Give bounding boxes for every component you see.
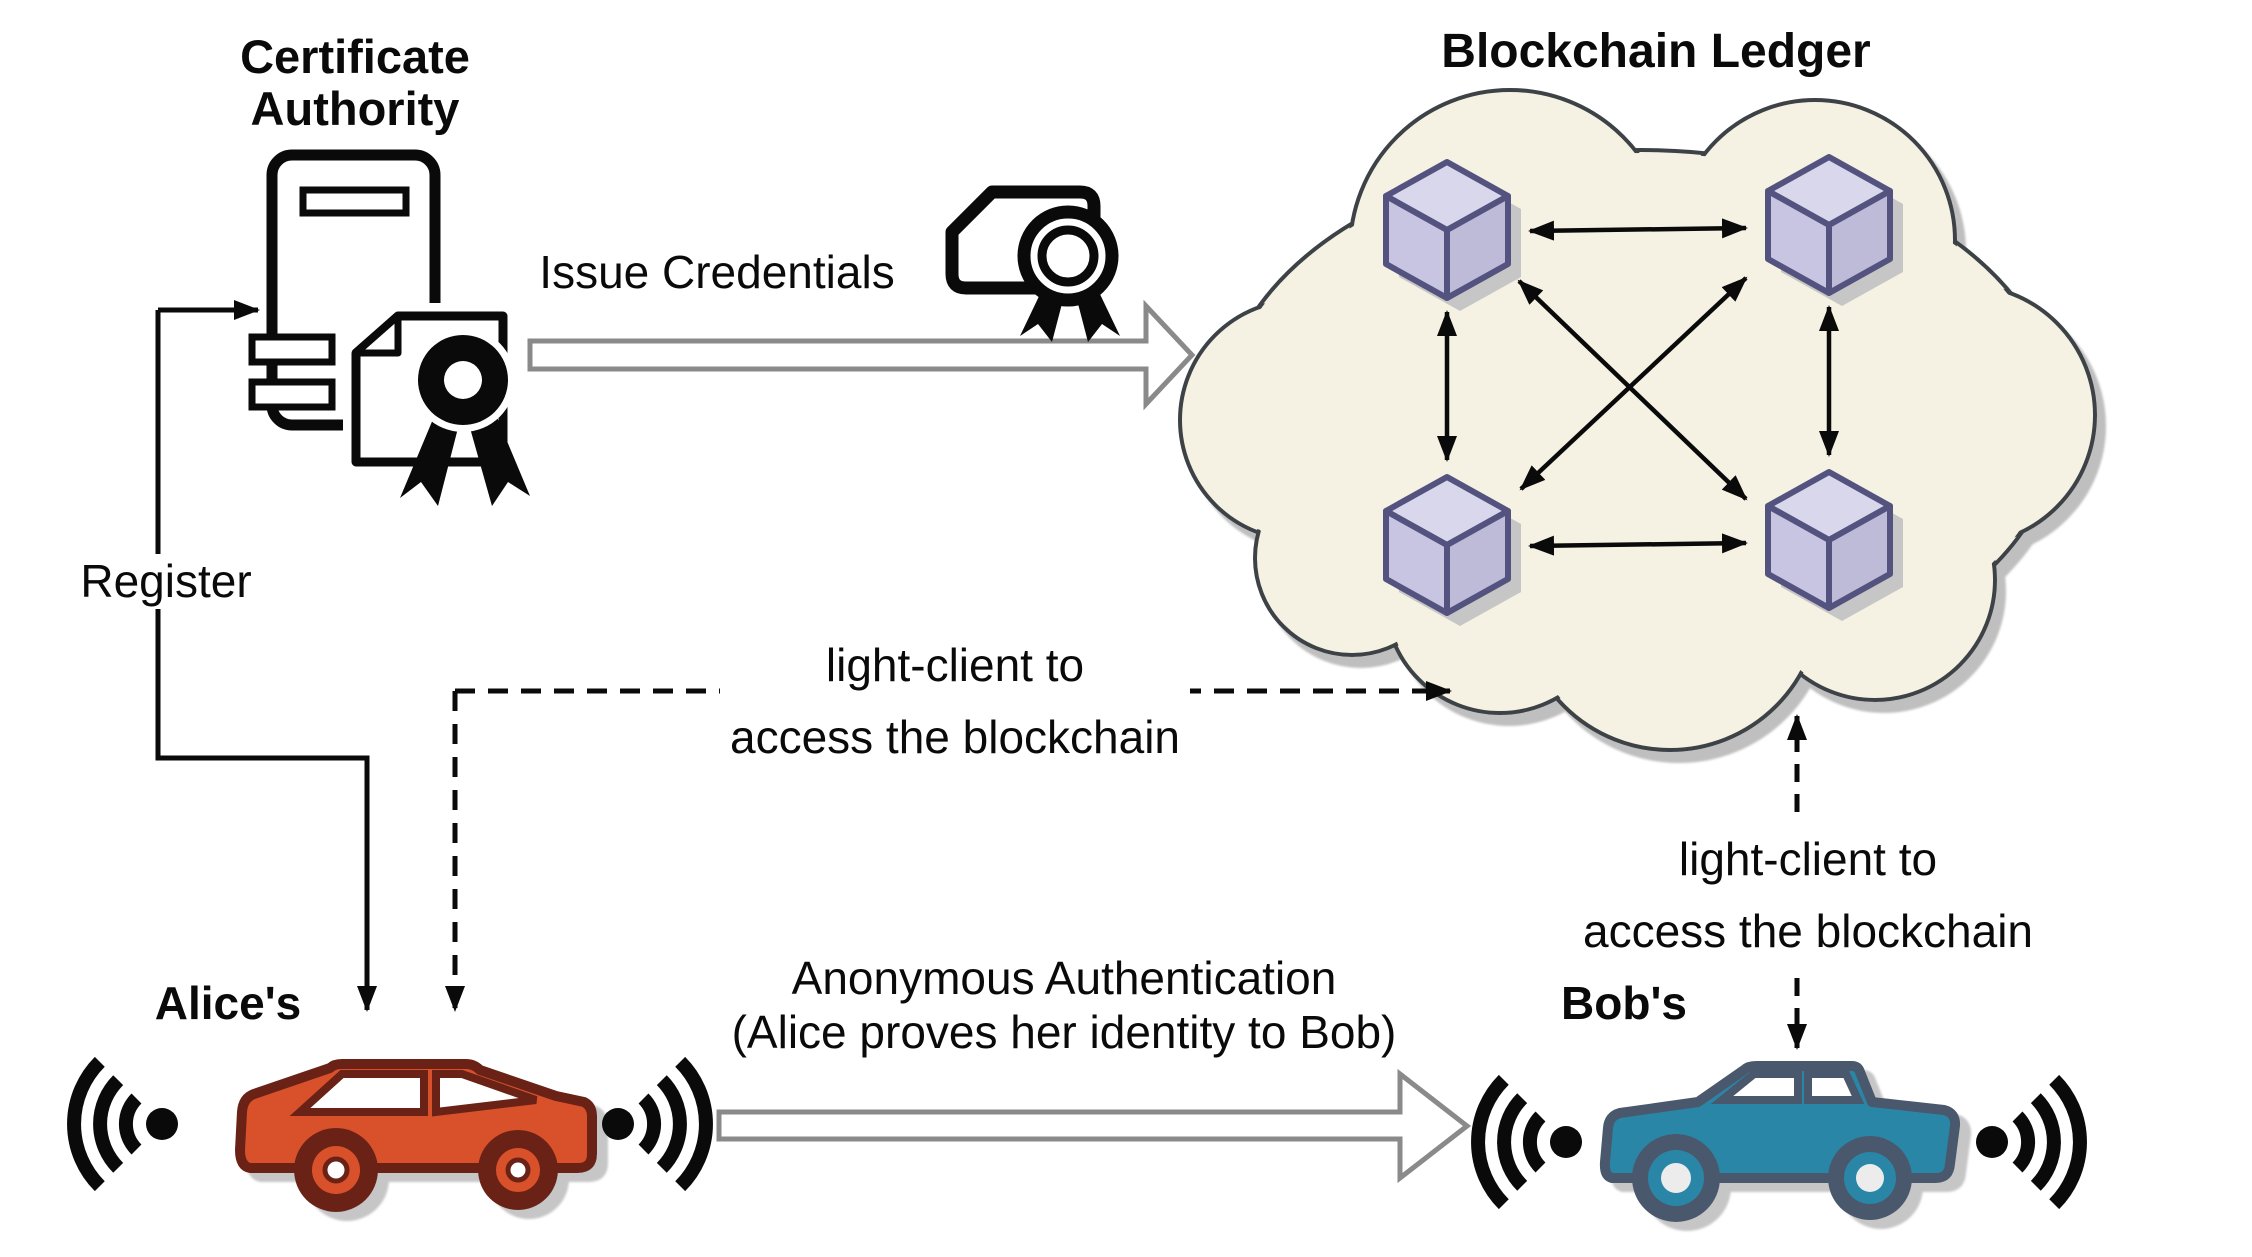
bob-wifi-right-icon (1976, 1080, 2080, 1204)
alice-wifi-left-icon (74, 1062, 178, 1186)
anonymous-authentication-arrow (716, 1068, 1472, 1184)
alice-car-rear-wheel (294, 1128, 378, 1212)
blockchain-cloud (1178, 88, 2097, 752)
certificate-authority-title: Certificate Authority (240, 31, 470, 135)
anonymous-authentication-line2: (Alice proves her identity to Bob) (731, 1006, 1397, 1058)
bob-car-rear-wheel (1632, 1134, 1720, 1222)
bob-car-front-wheel (1828, 1136, 1912, 1220)
alice-car-front-wheel (478, 1130, 558, 1210)
certificate-authority-icon (248, 149, 530, 506)
alice-car (235, 1059, 597, 1212)
certificate-authority-title-line2: Authority (250, 82, 460, 135)
bob-wifi-left-icon (1478, 1080, 1582, 1204)
light-client-left-line2: access the blockchain (729, 711, 1181, 763)
ca-rosette-seal-icon (400, 328, 530, 506)
issue-credentials-arrow (527, 299, 1196, 411)
blockchain-ledger-title: Blockchain Ledger (1441, 25, 1871, 78)
register-arrow (155, 300, 377, 1012)
credential-certificate-icon (945, 185, 1120, 342)
anonymous-authentication-line1: Anonymous Authentication (791, 952, 1337, 1004)
p2p-link-arrows (1437, 218, 1839, 556)
certificate-authority-title-line1: Certificate (240, 30, 470, 83)
light-client-label-left: light-client to access the blockchain (719, 628, 1191, 774)
bob-car (1599, 1061, 1961, 1222)
alice-label: Alice's (154, 977, 302, 1029)
alice-wifi-right-icon (602, 1062, 706, 1186)
bob-label: Bob's (1561, 977, 1687, 1029)
light-client-right-line1: light-client to (1678, 833, 1938, 885)
light-client-label-right: light-client to access the blockchain (1572, 822, 2044, 968)
light-client-right-line2: access the blockchain (1582, 905, 2034, 957)
light-client-left-line1: light-client to (825, 639, 1085, 691)
issue-credentials-label: Issue Credentials (539, 246, 895, 298)
anonymous-authentication-label: Anonymous Authentication (Alice proves h… (732, 951, 1397, 1059)
register-label: Register (70, 554, 262, 610)
